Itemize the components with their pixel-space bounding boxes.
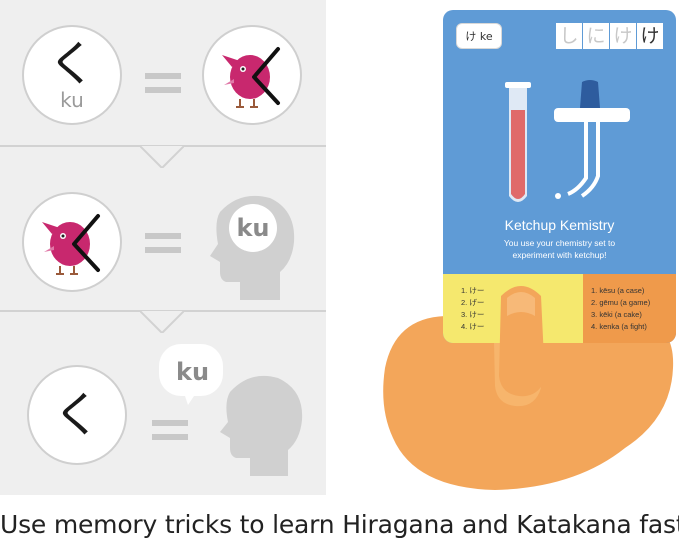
- vocab-item: 1. けー: [461, 286, 485, 295]
- romaji-label: ku: [60, 88, 84, 112]
- stroke-step: け: [637, 23, 663, 49]
- flashcard: け ke し に け け Ketchup Kemistry You use yo…: [443, 10, 676, 343]
- test-tube-icon: [505, 82, 531, 202]
- head-silhouette-icon: [220, 375, 303, 476]
- bird-icon: [42, 214, 100, 275]
- equals-sign: [145, 73, 181, 95]
- mnemonic-panel: く ku ku: [0, 0, 326, 495]
- vocab-item: 3. kēki (a cake): [591, 310, 642, 319]
- romaji-bubble-text: ku: [236, 214, 270, 242]
- stroke-step: し: [556, 23, 582, 49]
- dropper-icon: [554, 80, 630, 199]
- vocab-item: 2. gēmu (a game): [591, 298, 651, 307]
- card-title: Ketchup Kemistry: [504, 217, 615, 233]
- bird-kana-circle: [202, 25, 302, 125]
- vocab-item: 3. けー: [461, 310, 485, 319]
- stroke-step: に: [583, 23, 609, 49]
- vocab-item: 4. けー: [461, 322, 485, 331]
- vocab-item: 4. kenka (a fight): [591, 322, 647, 331]
- card-kana-tag: け ke: [456, 23, 502, 49]
- speech-bubble-icon: [159, 344, 223, 405]
- card-description: You use your chemistry set to experiment…: [503, 238, 616, 260]
- stroke-step: け: [610, 23, 636, 49]
- caption: Use memory tricks to learn Hiragana and …: [0, 510, 679, 539]
- bird-icon: [222, 47, 280, 108]
- thought-circle: ku: [229, 204, 277, 252]
- divider-notch: [140, 146, 184, 168]
- vocab-panel-right: 1. kēsu (a case) 2. gēmu (a game) 3. kēk…: [583, 274, 676, 343]
- equals-sign: [145, 233, 181, 255]
- kana-circle: く: [27, 365, 127, 465]
- thumb-icon: [499, 286, 545, 397]
- vocab-item: 2. げー: [461, 298, 485, 307]
- vocab-item: 1. kēsu (a case): [591, 286, 645, 295]
- equals-sign: [152, 420, 188, 442]
- bird-kana-circle: [22, 192, 122, 292]
- divider-notch: [140, 311, 184, 333]
- kana-character: く: [47, 36, 96, 92]
- kana-circle: く ku: [22, 25, 122, 125]
- romaji-bubble-text: ku: [176, 358, 210, 386]
- kana-character: く: [52, 387, 101, 443]
